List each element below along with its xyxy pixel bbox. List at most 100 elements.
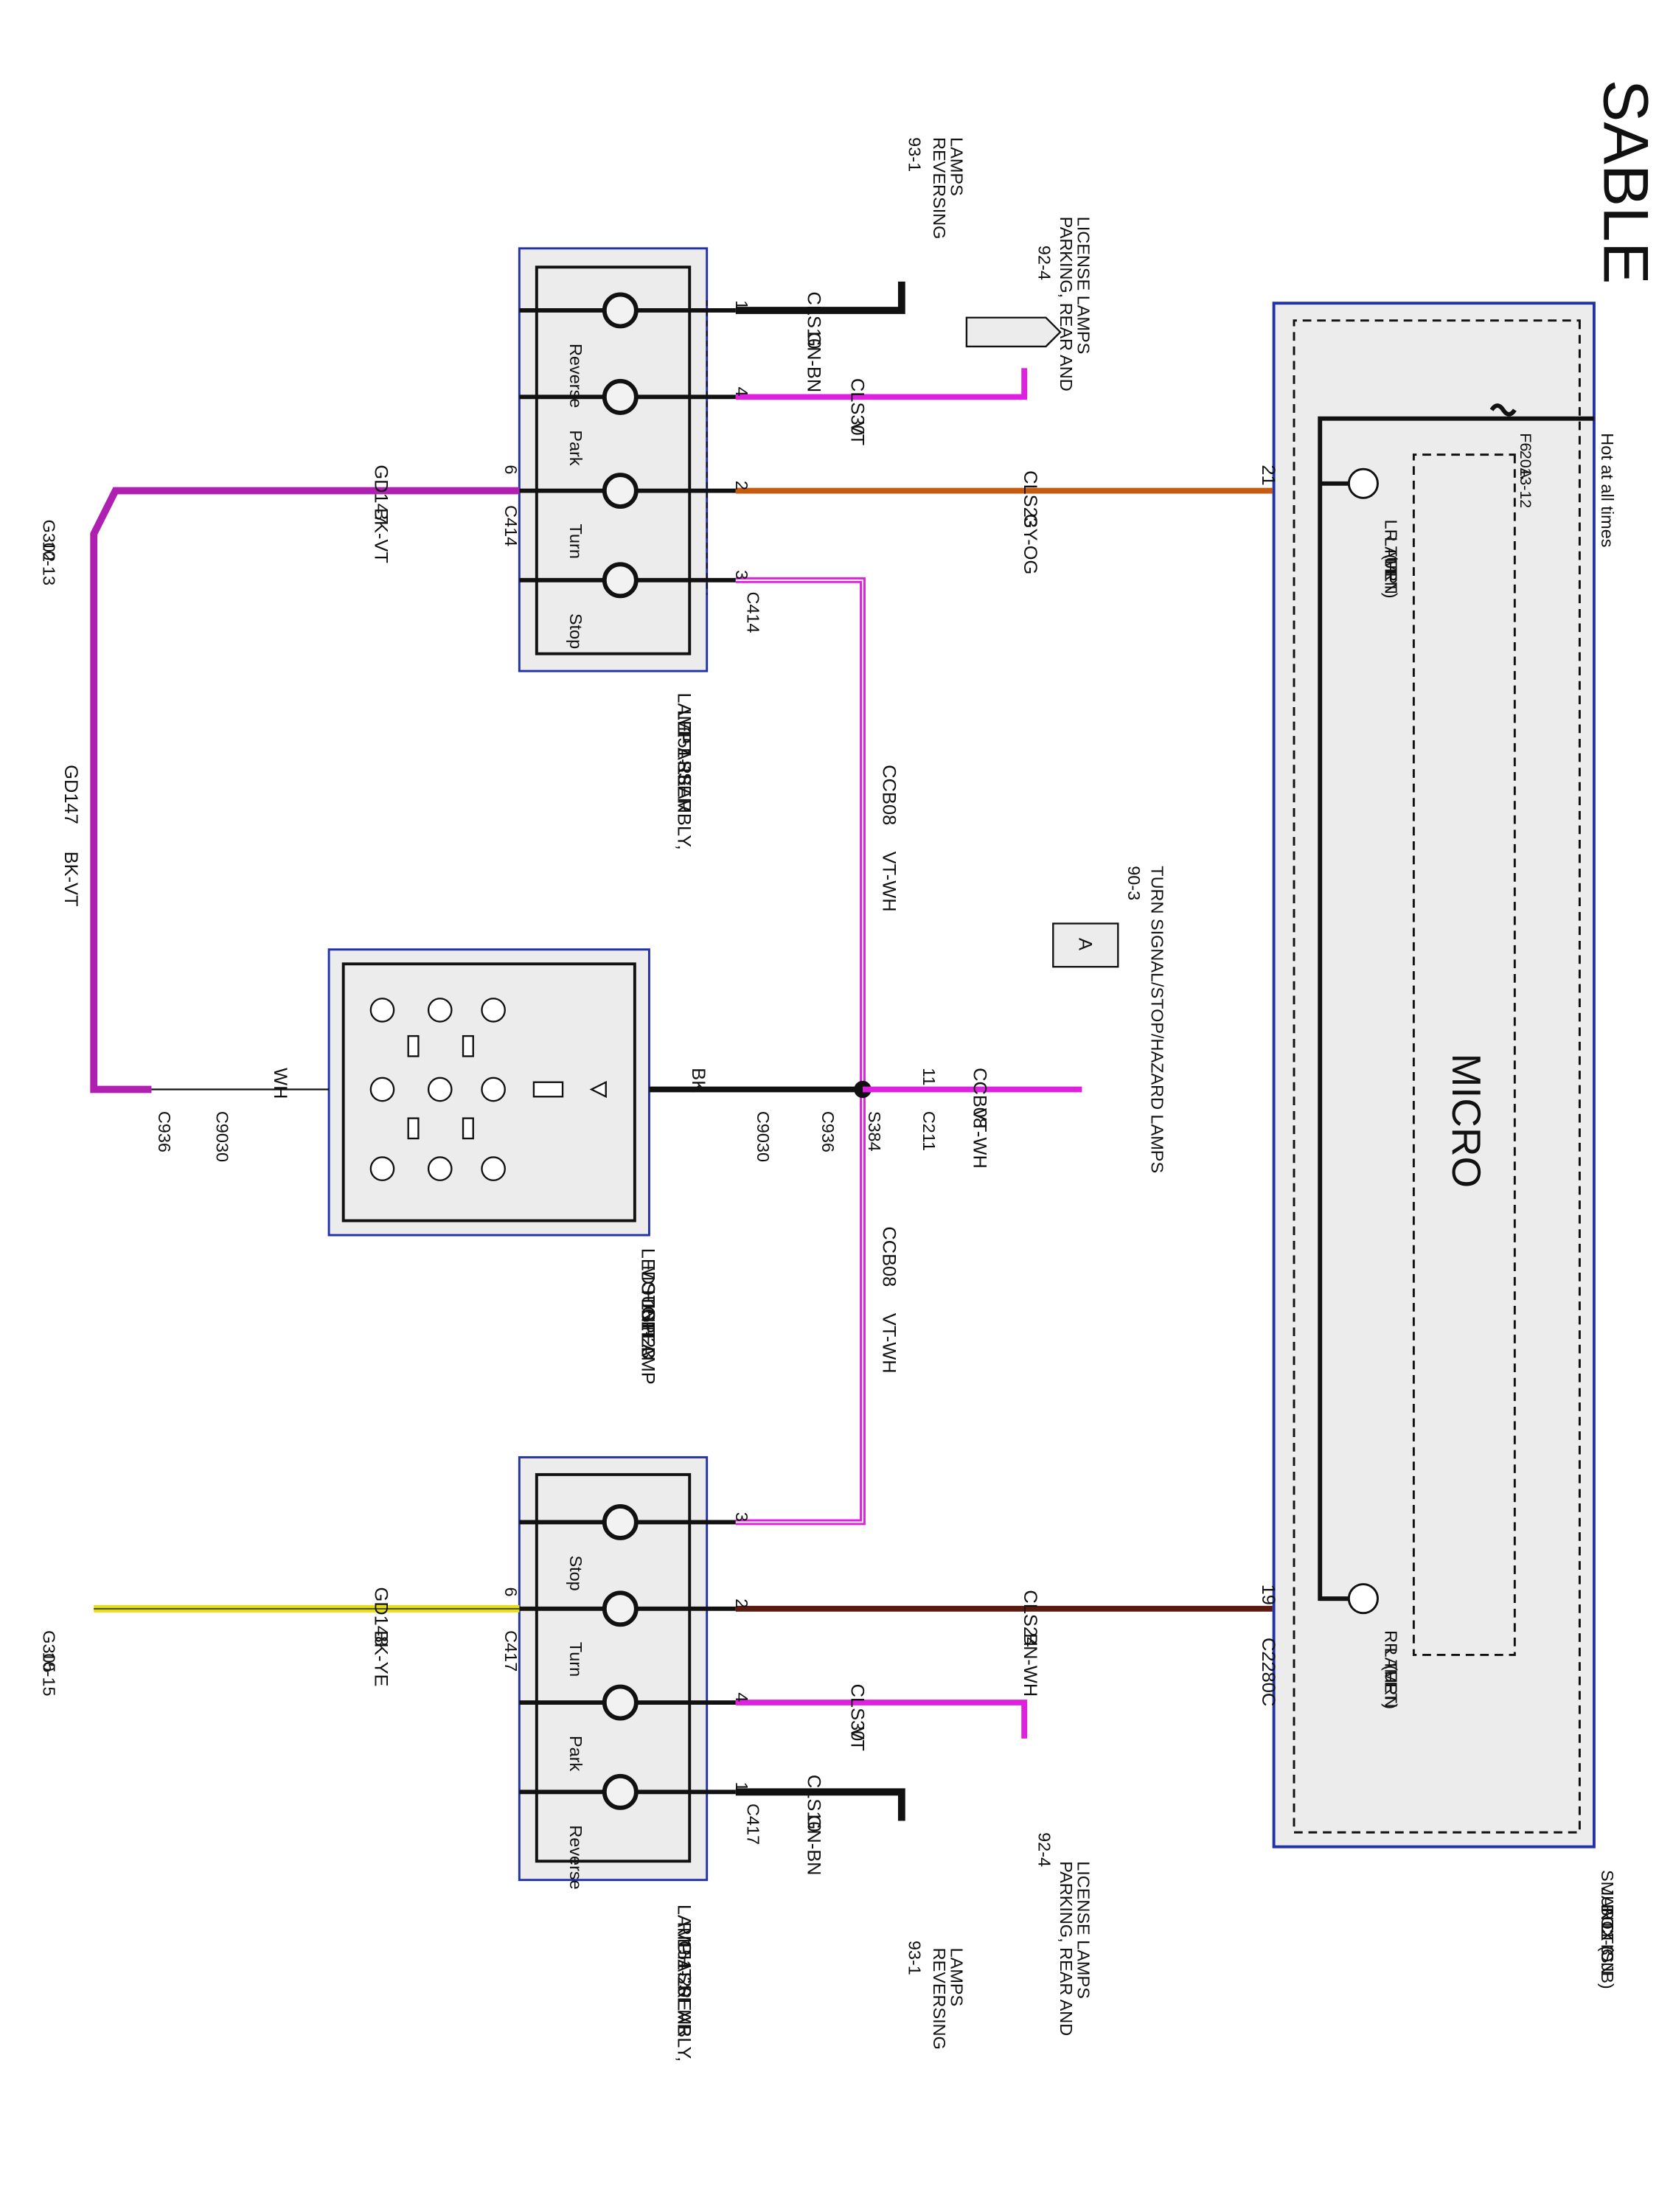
sjb-name-3: BOX (SJB) [1598, 1905, 1617, 1989]
lr-bulb-label: Park [566, 430, 585, 466]
left-rear-lamp-assembly: Reverse Park Turn Stop LAMP ASSEMBLY, LE… [518, 247, 736, 850]
wire-label: CLS10 [804, 1775, 824, 1832]
micro-label: MICRO [1444, 1054, 1489, 1189]
wire-label: BK [688, 1068, 709, 1093]
led-high-mounted-stoplamp: LED HIGH MOUNTED STOPLAMP 151-23 [327, 948, 658, 1385]
rr-pin-labels: 3 2 4 1 C417 [732, 1512, 763, 1845]
wire-label: CLS10 [804, 292, 824, 349]
chmsl-name-1: LED HIGH [638, 1248, 658, 1337]
right-rear-lamp-assembly: Stop Turn Park Reverse LAMP ASSEMBLY, RI… [518, 1455, 736, 2062]
ref-label: TURN SIGNAL/STOP/HAZARD LAMPS [1147, 866, 1166, 1173]
wire-color-label: BK-VT [60, 852, 81, 907]
lr-name-1: LAMP ASSEMBLY, [674, 692, 695, 849]
wire-turn-signal-input: CCB08 VT-WH C211 11 A 90-3 TURN SIGNAL/S… [863, 866, 1166, 1173]
rr-bulb-label: Stop [566, 1555, 585, 1590]
wire-label: CLS24 [1020, 1590, 1040, 1647]
fuse-line-1: F6 [1517, 433, 1534, 451]
rr-bulb-label: Park [566, 1736, 585, 1772]
lr-bulb-label: Turn [566, 524, 585, 559]
ref-label: LAMPS [947, 137, 966, 196]
wire-label: GD147 [371, 465, 392, 524]
ref-page: 92-4 [1035, 246, 1054, 280]
wire-color-label: VT [846, 1727, 867, 1750]
rr-bulb-label: Reverse [566, 1825, 585, 1889]
lr-fet-line-2: LAMP [1381, 537, 1400, 584]
connector-label: C417 [501, 1630, 521, 1672]
lr-bulb-label: Stop [566, 613, 585, 649]
wire-label: CCB08 [878, 1226, 899, 1287]
ground-label: G305 [40, 1630, 59, 1672]
rr-name-1: LAMP ASSEMBLY, [674, 1905, 695, 2062]
rr-name-3: 151-20 [674, 1939, 695, 1997]
ref-page: 90-3 [1124, 866, 1144, 900]
connector-label: C417 [743, 1804, 762, 1845]
pin-label: 2 [732, 1599, 751, 1608]
lr-fet-line-1: LR TURN [1381, 520, 1400, 594]
connector-label: C9030 [212, 1111, 232, 1162]
wire-label: GD148 [371, 1587, 392, 1646]
ref-page: 93-1 [905, 137, 925, 172]
wire-gd148: GD148 BK-YE G305 10-15 C417 6 [40, 1587, 521, 1696]
wire-label: CLS30 [846, 378, 867, 436]
wire-cls30-left: CLS30 VT 92-4 PARKING, REAR AND LICENSE … [735, 217, 1093, 446]
fuse-line-2: 20A [1517, 451, 1534, 479]
diagram-title: SABLE [1590, 80, 1659, 285]
wire-color-label: BK-VT [371, 508, 392, 563]
wire-cls23: CLS23 GY-OG 21 [735, 465, 1279, 574]
lr-fet-line-3: (FET) [1381, 554, 1400, 599]
connector-label: C9030 [754, 1111, 773, 1162]
wire-color-label: GN-BN [804, 1815, 824, 1876]
ref-page: 93-1 [905, 1941, 925, 1975]
ground-label: G302 [40, 520, 59, 562]
ref-label: LAMPS [947, 1948, 966, 2007]
connector-label: C414 [501, 505, 521, 546]
wire-color-label: GY-OG [1020, 514, 1040, 574]
connector-label: C2280C [1258, 1638, 1279, 1706]
lr-bulb-park: Park [566, 381, 636, 466]
ref-letter: A [1074, 938, 1095, 950]
rr-fet-line-2: LAMP [1381, 1648, 1400, 1695]
connector-label: C211 [919, 1111, 939, 1151]
rr-bulb-reverse: Reverse [566, 1776, 636, 1890]
ref-label: LICENSE LAMPS [1074, 1861, 1093, 1999]
chmsl-name-2: MOUNTED [638, 1265, 658, 1360]
ref-label: PARKING, REAR AND [1057, 1861, 1076, 2036]
connector-label: C936 [155, 1111, 174, 1152]
wire-label: CCB08 [970, 1068, 990, 1128]
rr-bulb-label: Turn [566, 1642, 585, 1677]
lr-name-3: 151-18 [674, 727, 695, 785]
pin-label: 19 [1258, 1585, 1279, 1605]
ground-page: 10-15 [40, 1652, 59, 1697]
connector-label: C414 [743, 591, 762, 633]
wire-color-label: BK-YE [371, 1630, 392, 1686]
sjb-name-2: JUNCTION [1598, 1887, 1617, 1975]
pin-label: 4 [732, 387, 751, 397]
lr-bulb-turn: Turn [566, 475, 636, 559]
ref-label: REVERSING [930, 1948, 949, 2050]
rr-fet-line-3: (FET) [1381, 1665, 1400, 1709]
pin-label: 6 [501, 465, 521, 474]
wire-label: GD147 [60, 765, 81, 824]
pin-label: 2 [732, 481, 751, 490]
sjb-name-4: 11-3 [1598, 1921, 1617, 1955]
pin-label: 1 [732, 300, 751, 310]
pin-label: 6 [501, 1587, 521, 1596]
ref-label: REVERSING [930, 137, 949, 239]
pin-label: 1 [732, 1782, 751, 1792]
wire-gd147: GD147 BK-VT GD147 BK-VT G302 10-13 C414 … [40, 465, 521, 1093]
wire-label: CCB08 [878, 765, 899, 825]
wire-ccb08: CCB08 VT-WH CCB08 VT-WH S384 [735, 577, 899, 1526]
chmsl-name-4: 151-23 [638, 1300, 658, 1358]
connector-label: C936 [818, 1111, 838, 1152]
sjb-name-1: SMART [1598, 1870, 1617, 1930]
wire-color-label: VT [846, 422, 867, 446]
wire-label: WH [270, 1068, 291, 1099]
lr-name-2: LEFT REAR [674, 710, 695, 813]
wire-cls24: CLS24 BN-WH 19 C2280C [735, 1585, 1279, 1706]
pin-label: 3 [732, 1512, 751, 1522]
wire-color-label: VT-WH [970, 1108, 990, 1169]
lr-turn-fet: LR TURN LAMP (FET) [1320, 467, 1400, 599]
rr-bulb-stop: Stop [566, 1506, 636, 1591]
wire-wh-chmsl: WH C9030 C936 [151, 1068, 330, 1162]
